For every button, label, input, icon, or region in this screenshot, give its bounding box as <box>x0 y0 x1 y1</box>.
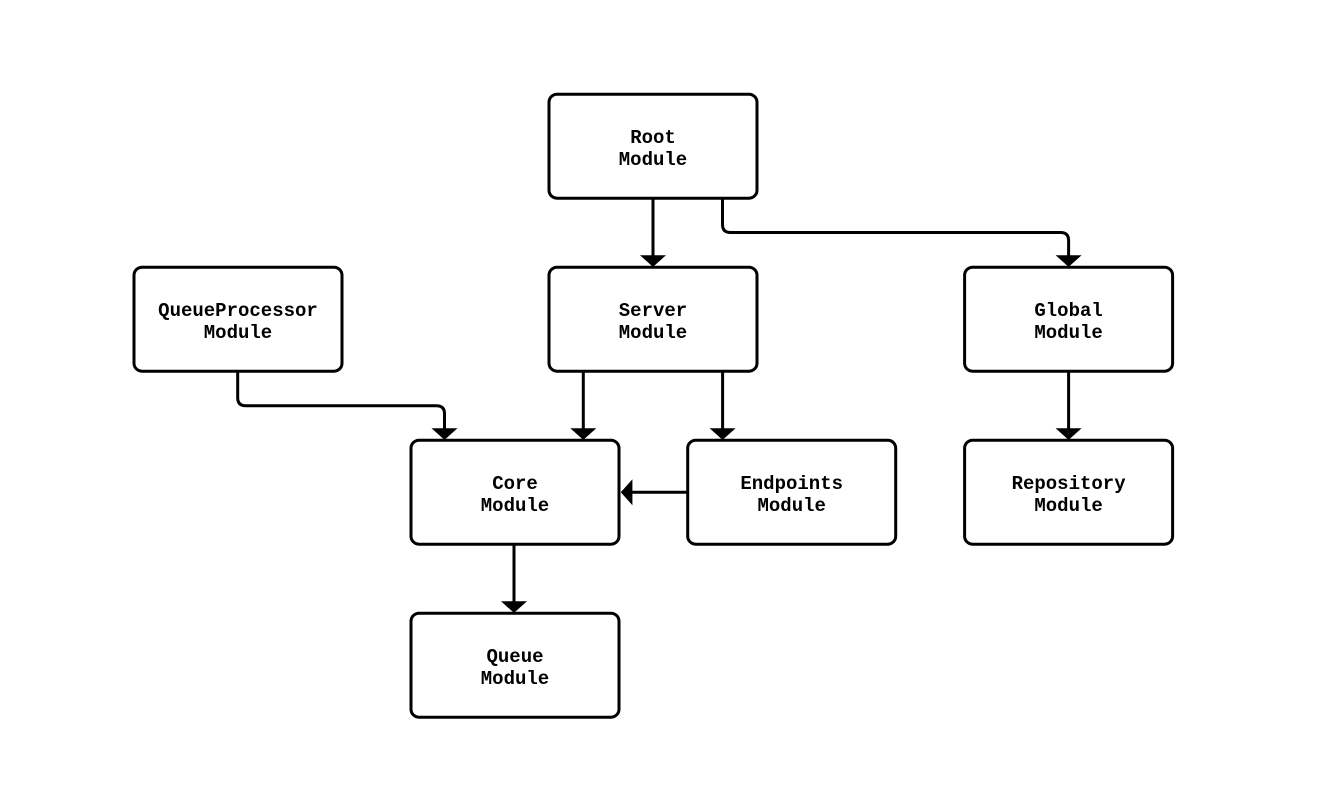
svg-text:Module: Module <box>1034 322 1102 344</box>
svg-text:Module: Module <box>619 322 687 344</box>
svg-text:Module: Module <box>204 322 272 344</box>
svg-text:Repository: Repository <box>1012 473 1127 495</box>
svg-text:Root: Root <box>630 127 676 149</box>
svg-text:Global: Global <box>1034 300 1102 322</box>
svg-text:Server: Server <box>619 300 687 322</box>
svg-text:QueueProcessor: QueueProcessor <box>158 300 318 322</box>
svg-text:Module: Module <box>757 495 825 517</box>
svg-text:Queue: Queue <box>486 646 543 668</box>
svg-text:Module: Module <box>619 149 687 171</box>
svg-text:Module: Module <box>481 668 549 690</box>
svg-text:Core: Core <box>492 473 538 495</box>
svg-text:Module: Module <box>481 495 549 517</box>
svg-text:Module: Module <box>1034 495 1102 517</box>
svg-text:Endpoints: Endpoints <box>740 473 843 495</box>
